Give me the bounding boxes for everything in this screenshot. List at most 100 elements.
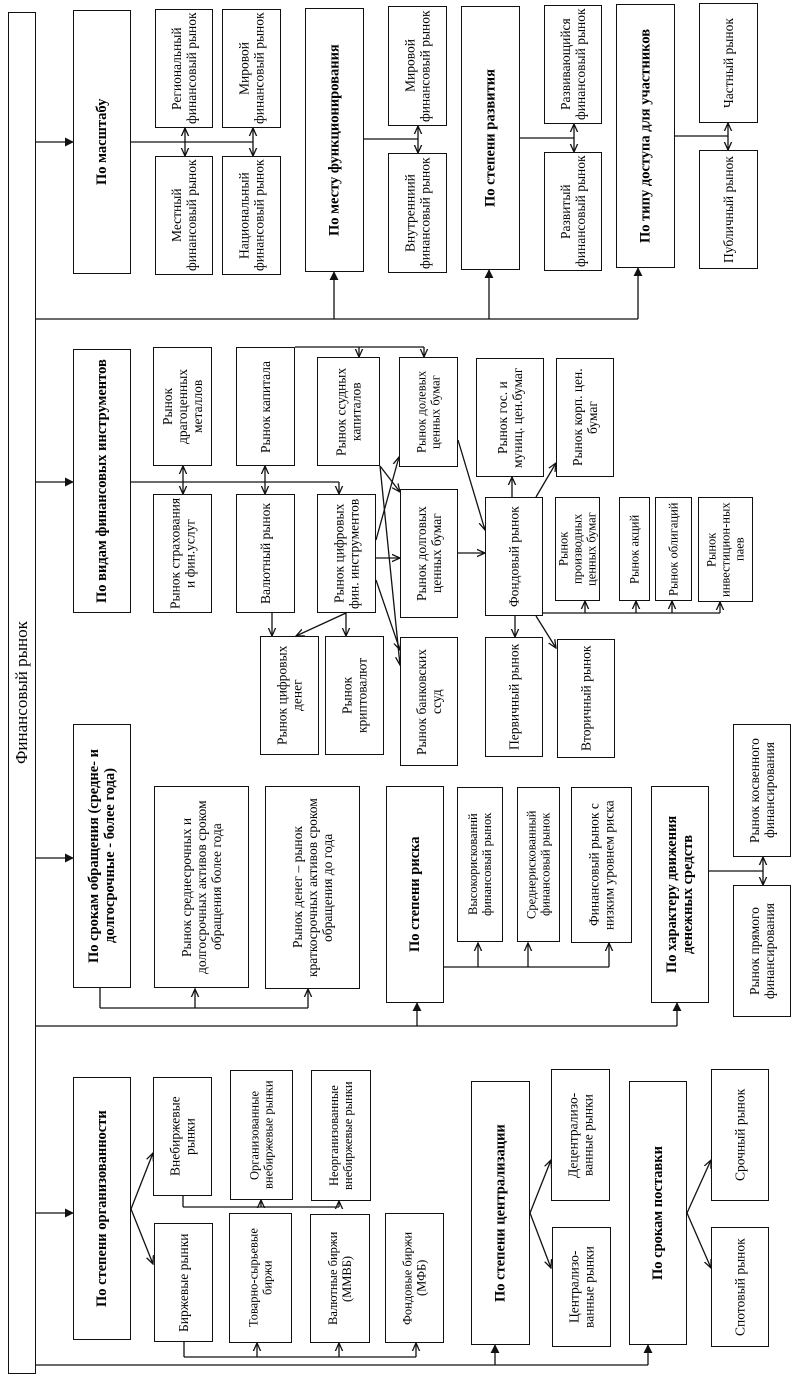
box-public-market-label: Публичный рынок xyxy=(720,156,736,263)
category-by-organization: По степени организованности xyxy=(73,1077,131,1340)
box-bonds: Рынок облигаций xyxy=(655,497,692,601)
category-by-risk: По степени риска xyxy=(386,786,444,1003)
box-otc-markets-label: Внебиржевые рынки xyxy=(167,1096,198,1177)
connector-arrow xyxy=(686,1160,711,1214)
category-by-delivery-label: По срокам поставки xyxy=(649,1146,666,1280)
box-developing-market: Развивающийся финансовый рынок xyxy=(544,5,602,124)
box-indirect-financing-label: Рынок косвенного финансирования xyxy=(746,738,777,843)
box-currency-exchanges: Валютные биржи (ММВБ) xyxy=(310,1214,370,1343)
connector-arrow xyxy=(529,1212,551,1268)
connector-arrow xyxy=(686,1212,711,1268)
box-bank-loans-label: Рынок банковских ссуд xyxy=(413,648,444,755)
box-currency-label: Валютный рынок xyxy=(257,503,273,604)
category-by-scale: По масштабу xyxy=(73,10,131,274)
category-by-flow: По характеру движения денежных средств xyxy=(651,786,709,1003)
connector-arrow xyxy=(130,1153,153,1210)
box-futures-market-label: Срочный рынок xyxy=(732,1088,748,1182)
box-domestic-market-label: Внутренниий финансовый рынок xyxy=(402,157,433,269)
box-capital-label: Рынок капитала xyxy=(257,360,273,453)
box-commodity-exchanges-label: Товарно-сырьевые биржи xyxy=(246,1228,275,1328)
box-exchange-markets: Биржевые рынки xyxy=(154,1223,213,1342)
box-medium-risk: Среднерискованный финансовый рынок xyxy=(517,787,560,942)
box-world-market: Мировой финансовый рынок xyxy=(222,9,281,128)
category-by-access: По типу доступа для участников xyxy=(616,4,675,268)
category-by-instruments: По видам финансовых инструментов xyxy=(73,349,131,613)
category-by-instruments-label: По видам финансовых инструментов xyxy=(93,359,110,603)
box-commodity-exchanges: Товарно-сырьевые биржи xyxy=(229,1213,292,1343)
box-shares: Рынок акций xyxy=(619,497,650,601)
connector-arrow xyxy=(296,612,347,636)
box-investment-units-label: Рынок инвестицион-ных паев xyxy=(704,502,747,597)
connector-arrow xyxy=(379,465,400,665)
box-loan-capital: Рынок ссудных капиталов xyxy=(317,357,380,466)
box-investment-units: Рынок инвестицион-ных паев xyxy=(698,497,753,602)
box-organized-otc-label: Организованные внебиржевые рынки xyxy=(247,1080,276,1190)
connector-arrow xyxy=(130,1208,153,1264)
box-long-term-market-label: Рынок среднесрочных и долгосрочных актив… xyxy=(178,800,225,974)
box-otc-markets: Внебиржевые рынки xyxy=(153,1077,212,1196)
category-by-development: По степени развития xyxy=(461,6,520,270)
connector-arrow xyxy=(379,465,400,492)
box-crypto: Рынок криптовалют xyxy=(325,636,384,755)
box-high-risk: Высокорискованнй финансовый рынок xyxy=(457,787,503,942)
box-centralized: Централизо-ванные рынки xyxy=(552,1227,611,1347)
box-unorganized-otc: Неорганизованные внебиржевые рынки xyxy=(311,1070,371,1201)
box-stock-exchanges: Фондовые биржи (МФБ) xyxy=(385,1213,444,1343)
category-by-flow-label: По характеру движения денежных средств xyxy=(663,815,696,974)
category-by-risk-label: По степени риска xyxy=(406,836,423,953)
box-digital-money: Рынок цифровых денег xyxy=(260,636,319,755)
box-bank-loans: Рынок банковских ссуд xyxy=(400,637,458,766)
box-regional-market-label: Региональный финансовый рынок xyxy=(168,12,199,125)
category-by-term: По срокам обращения (средне- и долгосроч… xyxy=(73,724,131,988)
box-primary-market-label: Первичный рынок xyxy=(506,643,522,751)
box-debt-securities: Рынок долговых ценных бумаг xyxy=(400,489,458,618)
box-money-market-label: Рынок денег – рынок краткосрочных активо… xyxy=(289,798,336,977)
box-national-market: Национальный финансовый рынок xyxy=(222,156,281,275)
box-gov-municipal: Рынок гос. и муниц. цен.бумаг xyxy=(476,358,544,477)
category-by-scale-label: По масштабу xyxy=(93,98,110,186)
category-by-term-label: По срокам обращения (средне- и долгосроч… xyxy=(85,749,118,963)
box-stock-market: Фондовый рынок xyxy=(485,497,543,616)
box-digital-instruments-label: Рынок цифровых фин. инструментов xyxy=(331,498,362,609)
box-shares-label: Рынок акций xyxy=(627,514,642,584)
category-by-development-label: По степени развития xyxy=(482,69,499,207)
box-indirect-financing: Рынок косвенного финансирования xyxy=(733,724,791,857)
box-public-market: Публичный рынок xyxy=(699,150,758,269)
box-low-risk: Финансовый рынок с низким уровнем риска xyxy=(571,787,632,943)
box-currency: Валютный рынок xyxy=(236,494,295,613)
box-world-market-2-label: Мировой финансовый рынок xyxy=(402,10,433,122)
box-spot-market-label: Спотовый рынок xyxy=(732,1238,748,1336)
category-by-access-label: По типу доступа для участников xyxy=(637,28,654,244)
box-corporate: Рынок корп. цен. бумаг xyxy=(556,358,614,477)
category-by-place-label: По месту функционирования xyxy=(326,44,343,236)
box-national-market-label: Национальный финансовый рынок xyxy=(236,159,267,272)
box-equity-securities: Рынок долевых ценных бумаг xyxy=(399,357,458,467)
connector-arrow xyxy=(375,579,400,650)
box-private-market: Частный рынок xyxy=(699,3,758,123)
box-regional-market: Региональный финансовый рынок xyxy=(155,9,213,128)
box-loan-capital-label: Рынок ссудных капиталов xyxy=(333,367,364,456)
box-gov-municipal-label: Рынок гос. и муниц. цен.бумаг xyxy=(494,367,525,468)
connector-arrow xyxy=(375,457,399,541)
category-by-place: По месту функционирования xyxy=(305,8,364,272)
box-direct-financing: Рынок прямого финансирования xyxy=(733,885,791,1017)
box-world-market-2: Мировой финансовый рынок xyxy=(388,6,447,126)
box-crypto-label: Рынок криптовалют xyxy=(339,657,370,734)
box-developed-market-label: Развитый финансовый рынок xyxy=(557,155,588,268)
box-medium-risk-label: Среднерискованный финансовый рынок xyxy=(524,810,553,919)
box-capital: Рынок капитала xyxy=(236,347,295,466)
box-precious-metals-label: Рынок драгоценных металлов xyxy=(159,368,206,445)
category-by-centralization-label: По степени централизации xyxy=(492,1124,509,1302)
box-world-market-label: Мировой финансовый рынок xyxy=(236,12,267,125)
box-primary-market: Первичный рынок xyxy=(485,637,543,757)
box-local-market-label: Местный финансовый рынок xyxy=(168,159,199,272)
box-domestic-market: Внутренниий финансовый рынок xyxy=(388,153,447,273)
category-by-centralization: По степени централизации xyxy=(471,1081,530,1345)
box-insurance-label: Рынок страхования и фин.услуг xyxy=(167,497,198,610)
box-derivatives: Рынок производных ценных бумаг xyxy=(555,497,600,601)
category-by-organization-label: По степени организованности xyxy=(93,1110,110,1307)
box-developing-market-label: Развивающийся финансовый рынок xyxy=(557,8,588,121)
box-secondary-market: Вторичный рынок xyxy=(557,639,615,758)
box-stock-market-label: Фондовый рынок xyxy=(506,506,522,607)
